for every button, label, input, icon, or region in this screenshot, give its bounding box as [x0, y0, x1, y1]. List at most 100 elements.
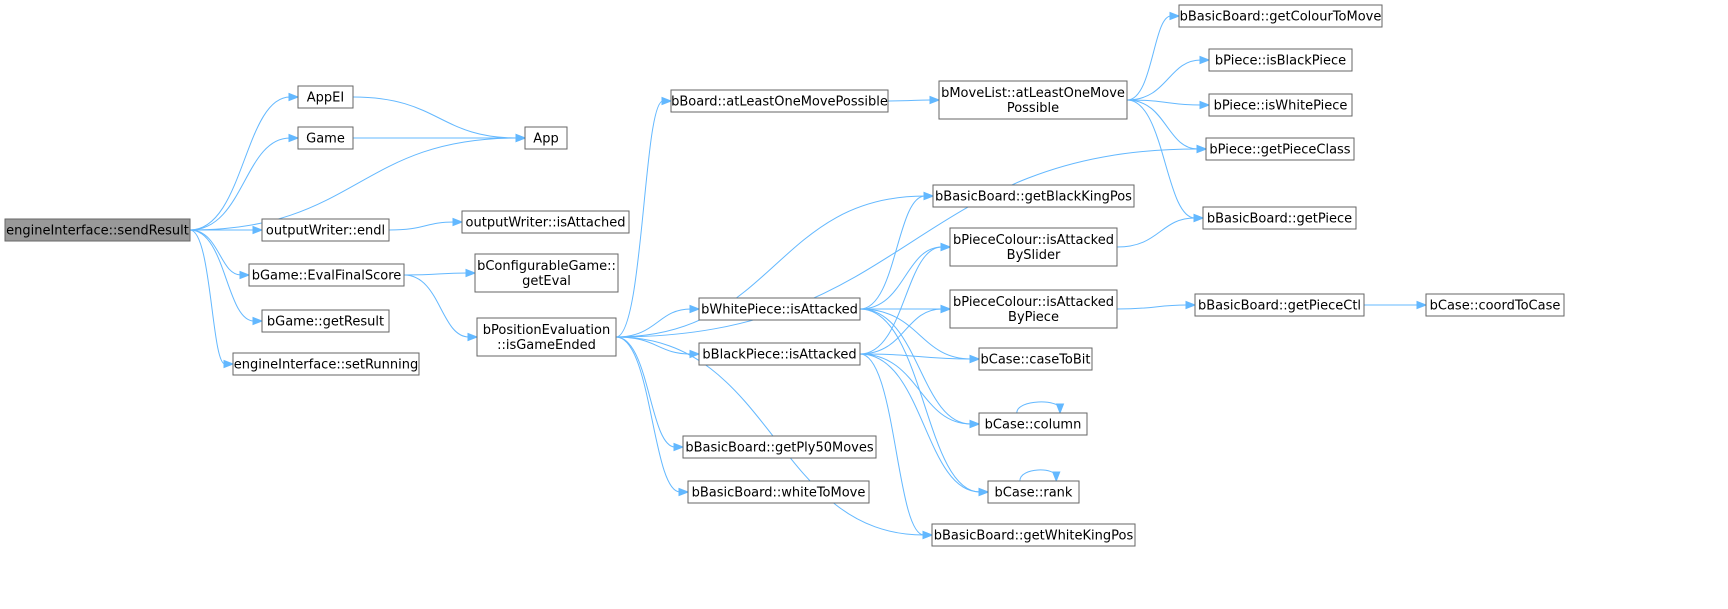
node-getEval[interactable]: bConfigurableGame::getEval — [474, 253, 619, 293]
edge-attackedBySlider-to-getPiece — [1116, 213, 1205, 248]
node-setRunning[interactable]: engineInterface::setRunning — [232, 352, 420, 376]
node-box — [524, 126, 568, 150]
node-box — [261, 218, 390, 242]
node-label: getEval — [522, 274, 571, 289]
edge-EvalFinalScore-to-getEval — [403, 268, 477, 278]
node-getPly50Moves[interactable]: bBasicBoard::getPly50Moves — [682, 435, 877, 459]
node-label: bGame::EvalFinalScore — [252, 269, 402, 284]
edge-EvalFinalScore-to-isGameEnded — [403, 274, 479, 342]
node-label: bBasicBoard::getBlackKingPos — [935, 190, 1132, 205]
node-box — [1208, 48, 1353, 72]
node-getBlackKingPos[interactable]: bBasicBoard::getBlackKingPos — [932, 184, 1135, 208]
node-AppEI[interactable]: AppEI — [297, 85, 354, 109]
node-atLeastOneMovePossible[interactable]: bBoard::atLeastOneMovePossible — [670, 89, 889, 113]
edge-sendResult-to-setRunning — [189, 229, 235, 369]
edge-rank-to-rank — [1019, 469, 1061, 483]
node-isBlackPiece[interactable]: bPiece::isBlackPiece — [1208, 48, 1353, 72]
node-label: bPiece::isBlackPiece — [1215, 54, 1346, 69]
node-box — [978, 347, 1093, 371]
node-App[interactable]: App — [524, 126, 568, 150]
edge-arrowhead — [467, 332, 479, 342]
node-getResult[interactable]: bGame::getResult — [261, 309, 390, 333]
node-label: outputWriter::isAttached — [466, 216, 626, 231]
edge-isGameEnded-to-whiteIsAttacked — [615, 304, 701, 338]
node-sendResult[interactable]: engineInterface::sendResult — [4, 218, 191, 242]
edge-arrowhead — [1055, 403, 1065, 415]
node-label: bConfigurableGame:: — [477, 259, 616, 274]
node-column[interactable]: bCase::column — [978, 412, 1088, 436]
edge-arrowhead — [1199, 55, 1211, 65]
edge-arrowhead — [929, 95, 941, 105]
edge-blackIsAttacked-to-attackedByPiece — [859, 304, 952, 355]
node-label: bBasicBoard::getWhiteKingPos — [934, 529, 1134, 544]
node-rank[interactable]: bCase::rank — [987, 480, 1080, 504]
edge-blackIsAttacked-to-getWhiteKingPos — [859, 353, 934, 540]
edge-whiteIsAttacked-to-getBlackKingPos — [859, 191, 935, 310]
node-getPiece[interactable]: bBasicBoard::getPiece — [1202, 206, 1357, 230]
node-box — [1194, 293, 1365, 317]
edge-arrowhead — [1196, 144, 1208, 154]
node-isWhitePiece[interactable]: bPiece::isWhitePiece — [1208, 93, 1353, 117]
node-caseToBit[interactable]: bCase::caseToBit — [978, 347, 1093, 371]
node-getPieceClass[interactable]: bPiece::getPieceClass — [1205, 137, 1355, 161]
node-box — [232, 352, 420, 376]
node-label: bBoard::atLeastOneMovePossible — [671, 95, 888, 110]
node-label: Possible — [1007, 101, 1059, 116]
node-label: bPieceColour::isAttacked — [953, 233, 1114, 248]
node-box — [248, 263, 405, 287]
node-label: bWhitePiece::isAttacked — [701, 303, 858, 318]
node-getColourToMove[interactable]: bBasicBoard::getColourToMove — [1178, 4, 1383, 28]
edge-attackedByPiece-to-getPieceCtl — [1116, 300, 1197, 310]
edge-column-to-column — [1016, 401, 1065, 415]
edge-arrowhead — [923, 191, 935, 201]
node-isGameEnded[interactable]: bPositionEvaluation::isGameEnded — [476, 317, 617, 357]
node-label: bBlackPiece::isAttacked — [702, 348, 856, 363]
node-box — [932, 184, 1135, 208]
node-box — [949, 227, 1118, 267]
node-label: bCase::column — [985, 418, 1082, 433]
node-getPieceCtl[interactable]: bBasicBoard::getPieceCtl — [1194, 293, 1365, 317]
node-endl[interactable]: outputWriter::endl — [261, 218, 390, 242]
edge-arrowhead — [288, 92, 300, 102]
edge-blackIsAttacked-to-attackedBySlider — [859, 242, 952, 355]
node-blackIsAttacked[interactable]: bBlackPiece::isAttacked — [698, 342, 861, 366]
edge-arrowhead — [1169, 11, 1181, 21]
node-box — [687, 480, 870, 504]
node-getWhiteKingPos[interactable]: bBasicBoard::getWhiteKingPos — [931, 523, 1136, 547]
node-whiteToMove[interactable]: bBasicBoard::whiteToMove — [687, 480, 870, 504]
node-label: AppEI — [307, 91, 344, 106]
edge-arrowhead — [689, 349, 701, 359]
edge-arrowhead — [673, 442, 685, 452]
node-label: bPiece::getPieceClass — [1209, 143, 1350, 158]
node-isAttachedOW[interactable]: outputWriter::isAttached — [461, 210, 630, 234]
edge-arrowhead — [452, 217, 464, 227]
node-label: engineInterface::sendResult — [6, 224, 189, 239]
edge-blackIsAttacked-to-caseToBit — [859, 353, 981, 364]
edge-atLeastOneMovePossible-to-mlAtLeast — [887, 95, 941, 105]
node-whiteIsAttacked[interactable]: bWhitePiece::isAttacked — [698, 297, 861, 321]
node-coordToCase[interactable]: bCase::coordToCase — [1425, 293, 1565, 317]
edge-arrowhead — [515, 133, 527, 143]
node-box — [261, 309, 390, 333]
edge-arrowhead — [661, 96, 673, 106]
node-EvalFinalScore[interactable]: bGame::EvalFinalScore — [248, 263, 405, 287]
node-label: BySlider — [1007, 248, 1061, 263]
node-label: bBasicBoard::getPly50Moves — [685, 441, 874, 456]
node-box — [4, 218, 191, 242]
edge-arrowhead — [678, 487, 690, 497]
edge-blackIsAttacked-to-column — [859, 353, 981, 429]
edge-arrowhead — [689, 304, 701, 314]
edge-isGameEnded-to-whiteToMove — [615, 336, 690, 497]
edge-mlAtLeast-to-getColourToMove — [1126, 11, 1181, 101]
node-label: bBasicBoard::getPiece — [1207, 212, 1352, 227]
edge-mlAtLeast-to-getPiece — [1126, 99, 1205, 223]
edges-layer — [189, 11, 1428, 540]
node-box — [297, 126, 354, 150]
node-mlAtLeast[interactable]: bMoveList::atLeastOneMovePossible — [938, 80, 1128, 120]
edge-arrowhead — [1052, 471, 1061, 483]
edge-arrowhead — [940, 304, 952, 314]
node-Game[interactable]: Game — [297, 126, 354, 150]
